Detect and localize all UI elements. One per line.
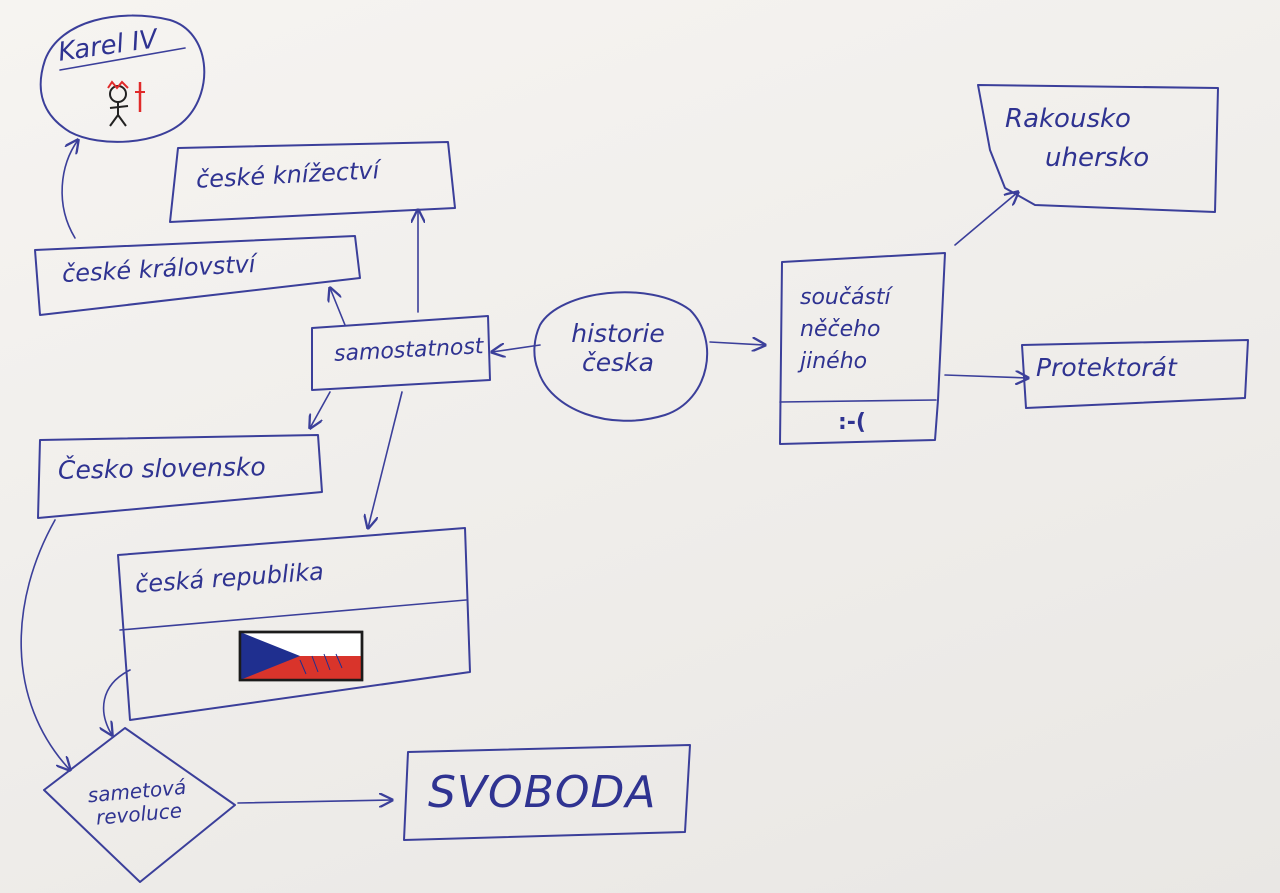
arrow-soucasti-to-protektorat bbox=[944, 375, 1028, 378]
soucasti-line3: jiného bbox=[800, 348, 868, 374]
protektorat-box bbox=[1021, 339, 1249, 409]
historie-label: historie česka bbox=[548, 319, 688, 378]
rakousko-box bbox=[977, 84, 1219, 213]
arrow-sametova-to-svoboda bbox=[237, 800, 392, 803]
arrow-kralovstvi-to-karel bbox=[61, 140, 78, 239]
ceskoslovensko-label: Česko slovensko bbox=[57, 452, 266, 485]
soucasti-box bbox=[779, 252, 946, 445]
arrow-ceskoslovensko-to-sametova bbox=[20, 519, 70, 770]
republika-divider bbox=[119, 599, 467, 631]
historie-ellipse bbox=[533, 291, 709, 422]
svoboda-box bbox=[403, 744, 691, 841]
karel-circle bbox=[39, 14, 206, 143]
arrow-republika-to-sametova bbox=[104, 669, 131, 735]
arrow-historie-to-soucasti bbox=[709, 342, 765, 345]
soucasti-line2: něčeho bbox=[800, 316, 881, 342]
kralovstvi-box bbox=[34, 235, 361, 316]
stick-figure-with-crown-icon bbox=[107, 80, 145, 127]
soucasti-line1: součástí bbox=[800, 285, 891, 310]
samostatnost-box bbox=[311, 315, 491, 391]
ceskoslovensko-box bbox=[37, 434, 323, 519]
arrow-historie-to-samostatnost bbox=[492, 345, 541, 352]
czech-flag-icon bbox=[238, 630, 364, 682]
republika-box bbox=[117, 527, 471, 721]
arrow-samostatnost-to-republika bbox=[368, 391, 403, 528]
sad-face-label: :-( bbox=[838, 410, 866, 435]
rakousko-line2: uhersko bbox=[1045, 143, 1150, 173]
svoboda-label: SVOBODA bbox=[428, 767, 657, 818]
protektorat-label: Protektorát bbox=[1036, 353, 1177, 382]
arrow-samostatnost-to-ceskoslovensko bbox=[310, 391, 331, 428]
knizectvi-box bbox=[169, 141, 456, 223]
soucasti-label: součástí něčeho jiného bbox=[800, 282, 891, 378]
arrow-soucasti-to-rakousko bbox=[954, 192, 1018, 246]
soucasti-divider bbox=[779, 399, 937, 403]
historie-line2: česka bbox=[582, 347, 654, 377]
rakousko-label: Rakousko uhersko bbox=[1005, 100, 1149, 178]
historie-line1: historie bbox=[571, 319, 665, 348]
rakousko-line1: Rakousko bbox=[1005, 104, 1131, 134]
arrow-samostatnost-to-kralovstvi bbox=[330, 288, 346, 326]
karel-divider bbox=[59, 47, 186, 71]
